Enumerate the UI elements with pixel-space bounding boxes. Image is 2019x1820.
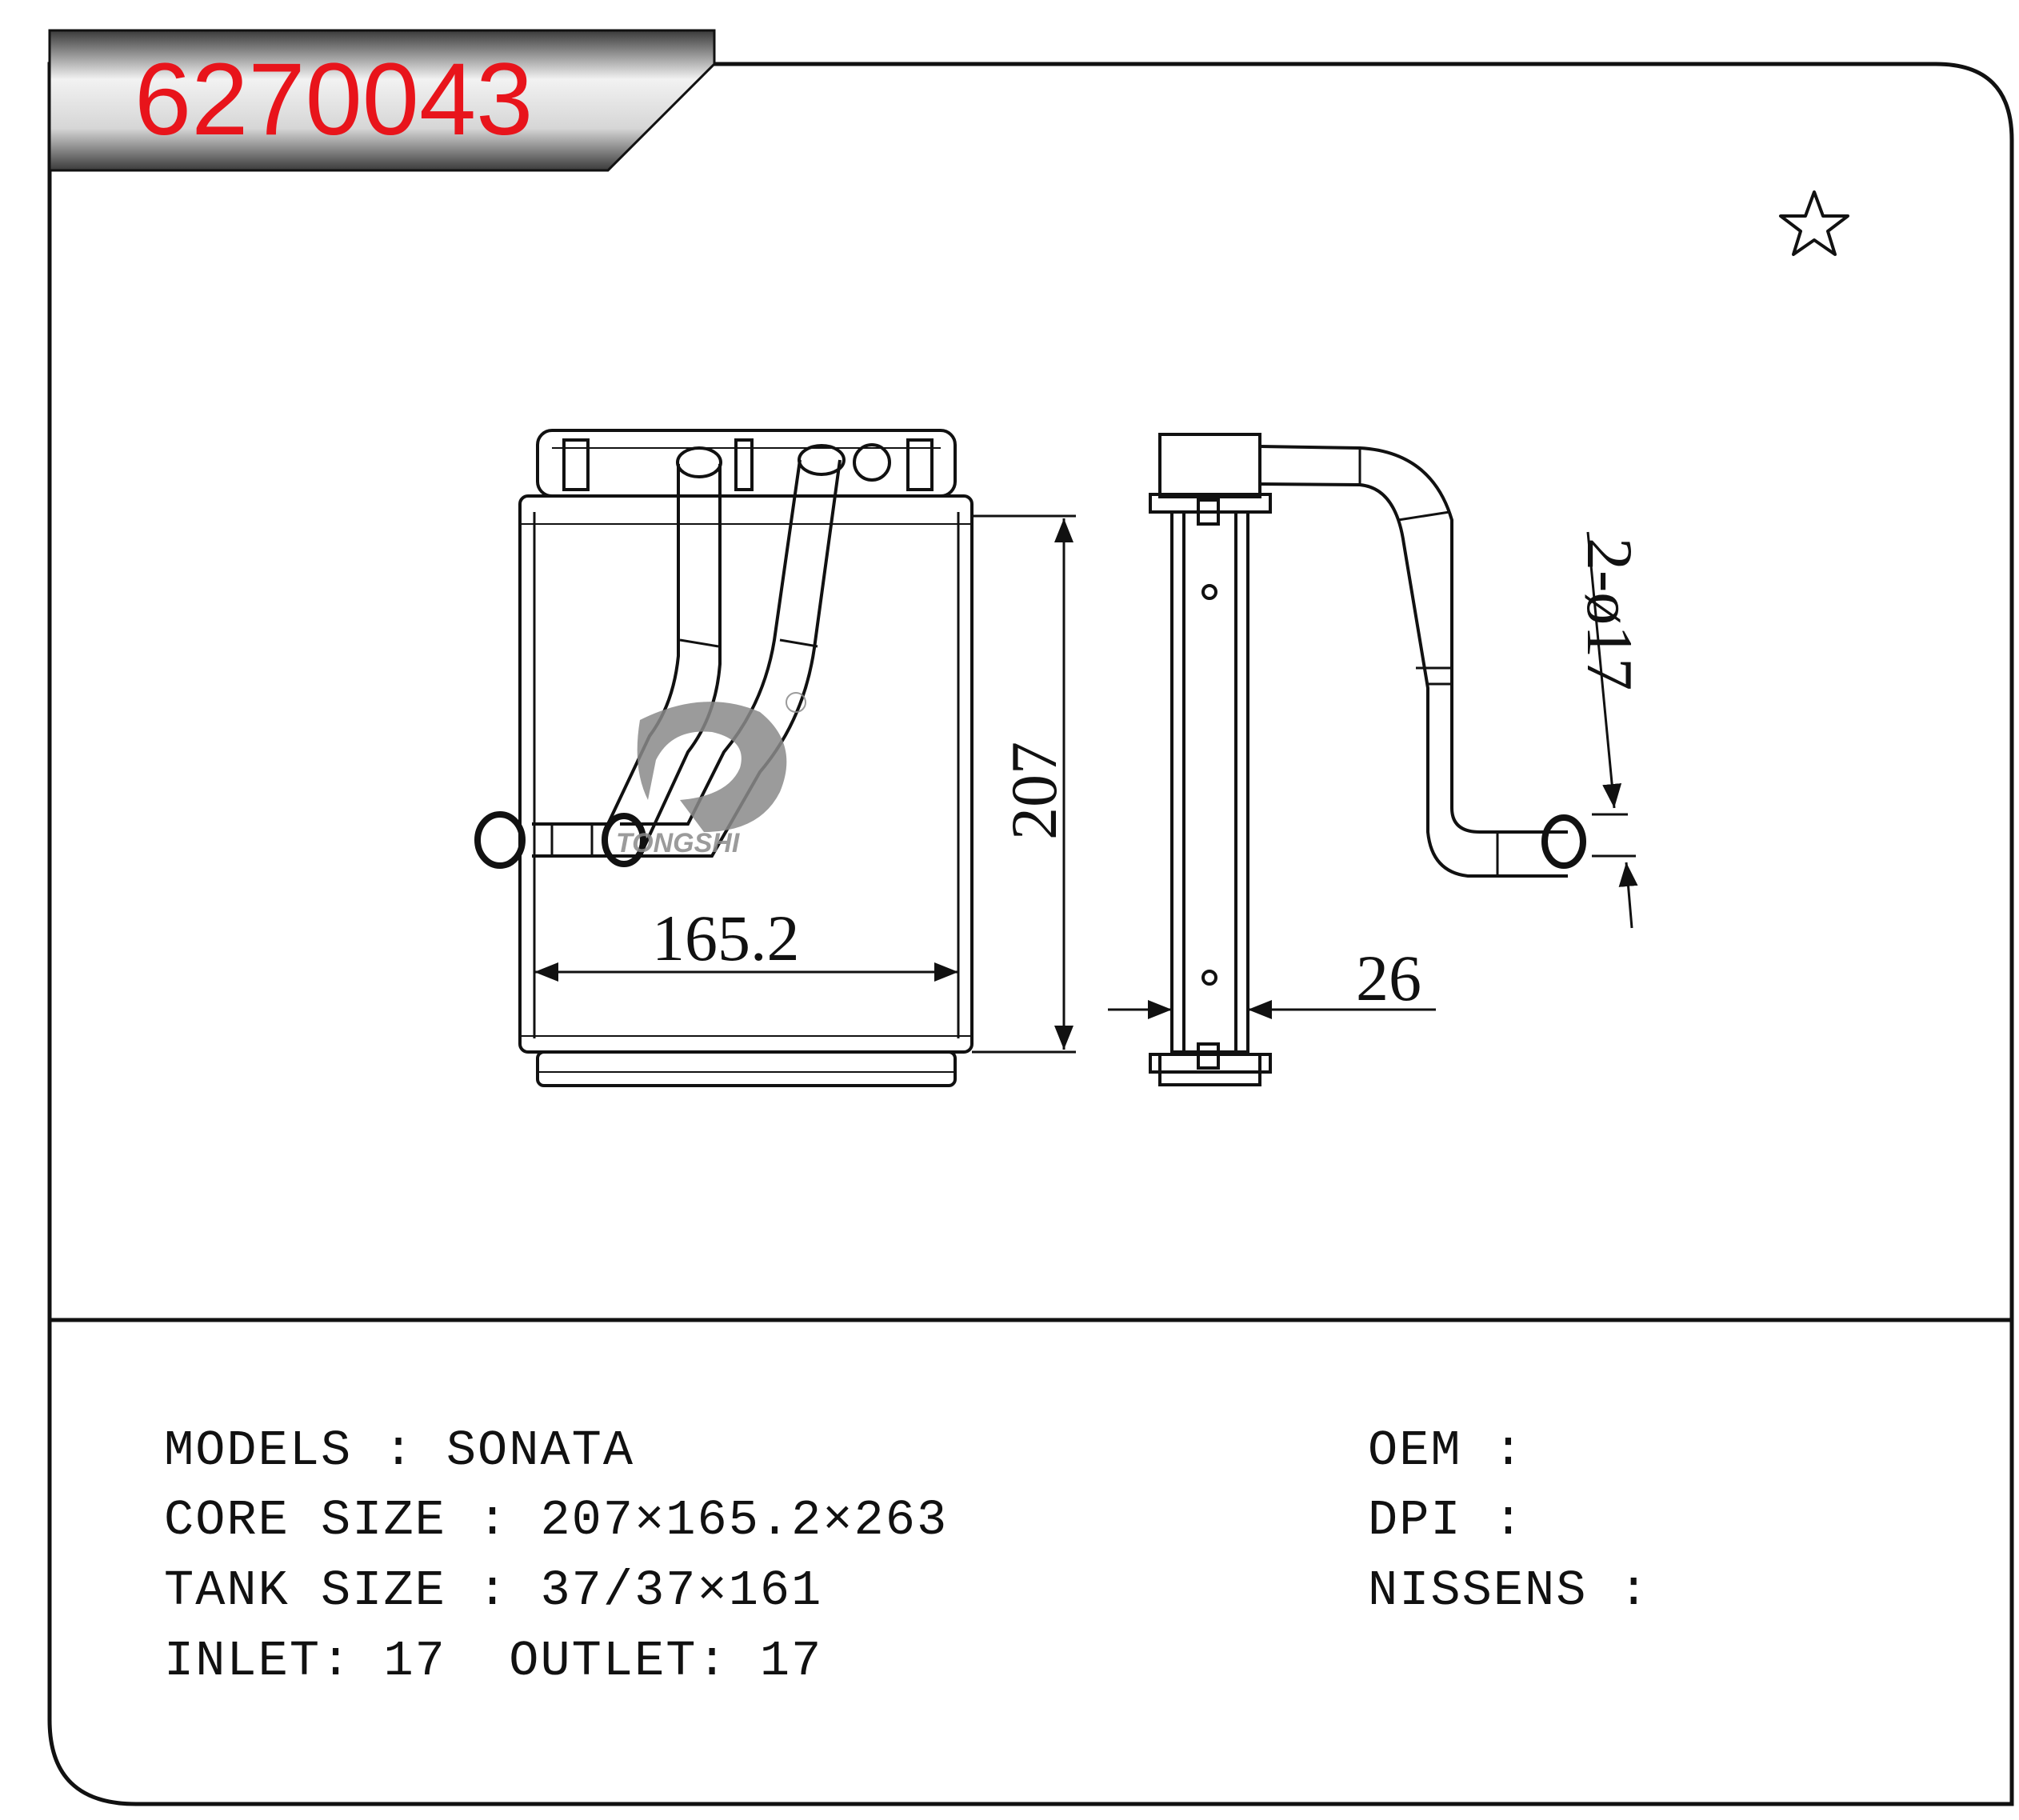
part-number-banner	[48, 29, 716, 172]
side-pipe	[1259, 445, 1568, 878]
pipe-left	[532, 464, 722, 858]
spec-oem: OEM :	[1368, 1422, 1525, 1479]
spec-nissens: NISSENS :	[1368, 1562, 1650, 1619]
depth-label: 26	[1356, 942, 1421, 1014]
bottom-tank	[536, 1050, 957, 1087]
part-number: 6270043	[134, 42, 533, 157]
spec-inlet-outlet: INLET: 17 OUTLET: 17	[164, 1633, 823, 1690]
side-core	[1170, 510, 1249, 1054]
side-nozzle	[1541, 814, 1586, 869]
pipe-diameter-label: 2-ø17	[1573, 538, 1646, 690]
nozzle-left	[474, 811, 526, 869]
star-outline-icon	[1779, 190, 1849, 256]
spec-dpi: DPI :	[1368, 1492, 1525, 1549]
side-top-tank	[1158, 433, 1261, 498]
width-label: 165.2	[652, 902, 800, 974]
pipe-diameter-dimension	[1586, 531, 1638, 929]
brand-watermark-text: TONGSHI	[616, 828, 741, 858]
side-view	[1149, 433, 1586, 1086]
brand-logo: TONGSHI	[616, 692, 806, 858]
height-dimension	[972, 514, 1076, 1054]
outer-frame	[47, 62, 2014, 1806]
spec-models: MODELS : SONATA	[164, 1422, 635, 1479]
height-label: 207	[998, 742, 1070, 840]
front-view	[474, 429, 974, 1087]
spec-core-size: CORE SIZE : 207×165.2×263	[164, 1492, 949, 1549]
spec-tank-size: TANK SIZE : 37/37×161	[164, 1562, 823, 1619]
